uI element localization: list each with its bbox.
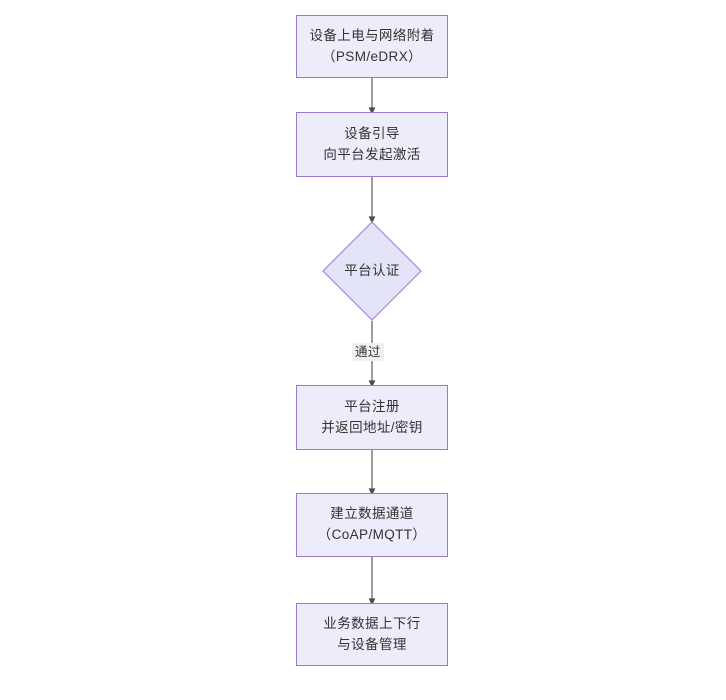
node-platform-register[interactable]: 平台注册 并返回地址/密钥 xyxy=(296,385,448,450)
node-platform-auth-label: 平台认证 xyxy=(344,262,400,278)
node-data-channel-line-2: （CoAP/MQTT） xyxy=(317,527,427,542)
diamond-shape-icon xyxy=(322,221,422,321)
node-bootstrap[interactable]: 设备引导 向平台发起激活 xyxy=(296,112,448,177)
node-business-data[interactable]: 业务数据上下行 与设备管理 xyxy=(296,603,448,666)
node-platform-register-line-1: 平台注册 xyxy=(344,398,400,414)
node-bootstrap-line-1: 设备引导 xyxy=(344,125,400,141)
node-data-channel-line-1: 建立数据通道 xyxy=(330,506,414,522)
node-power-on[interactable]: 设备上电与网络附着 （PSM/eDRX） xyxy=(296,15,448,78)
node-platform-auth[interactable]: 平台认证 xyxy=(322,221,422,321)
node-bootstrap-line-2: 向平台发起激活 xyxy=(323,146,421,162)
edge-label-pass: 通过 xyxy=(352,343,384,362)
node-platform-register-line-2: 并返回地址/密钥 xyxy=(321,419,423,435)
node-power-on-line-2: （PSM/eDRX） xyxy=(321,48,423,64)
node-business-data-line-2: 与设备管理 xyxy=(337,636,407,652)
node-power-on-line-1: 设备上电与网络附着 xyxy=(309,27,435,43)
node-data-channel[interactable]: 建立数据通道 （CoAP/MQTT） xyxy=(296,493,448,557)
node-business-data-line-1: 业务数据上下行 xyxy=(323,615,421,631)
